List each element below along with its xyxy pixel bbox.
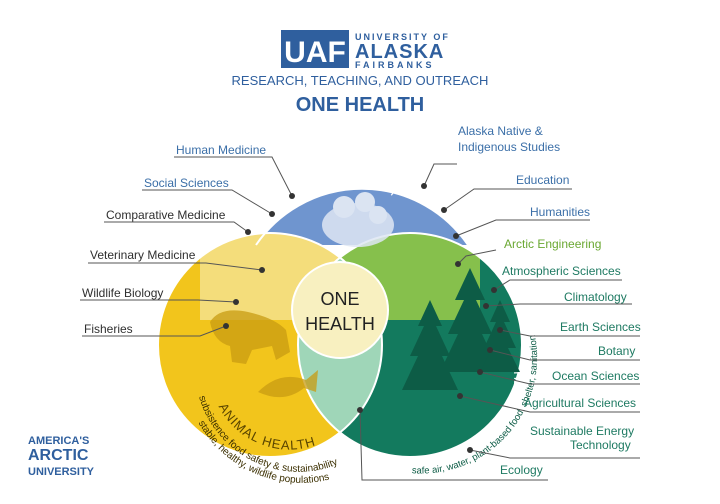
- label-ocean-sciences: Ocean Sciences: [552, 369, 640, 383]
- label-education: Education: [516, 173, 570, 187]
- footer-line3: UNIVERSITY: [28, 466, 95, 478]
- center-lens: [291, 261, 389, 359]
- center-line2: HEALTH: [305, 314, 375, 334]
- label-sustainable-energy-2: Technology: [570, 438, 631, 452]
- footer-line2: ARCTIC: [28, 447, 89, 464]
- label-arctic-engineering: Arctic Engineering: [504, 237, 602, 251]
- label-humanities: Humanities: [530, 205, 591, 219]
- center-line1: ONE: [320, 289, 359, 309]
- label-alaska-native-1: Alaska Native &: [458, 124, 543, 138]
- page-title: ONE HEALTH: [296, 94, 425, 116]
- bear-illustration: [210, 310, 290, 364]
- university-line3: FAIRBANKS: [355, 60, 435, 70]
- label-alaska-native-2: Indigenous Studies: [458, 140, 561, 154]
- tagline: RESEARCH, TEACHING, AND OUTREACH: [232, 73, 489, 88]
- university-line2: ALASKA: [355, 41, 444, 63]
- logo-mark: UAF: [284, 36, 346, 69]
- uaf-logo: UAF UNIVERSITY OF ALASKA FAIRBANKS: [281, 30, 450, 70]
- label-botany: Botany: [598, 344, 636, 358]
- label-human-medicine: Human Medicine: [176, 143, 267, 157]
- label-sustainable-energy-1: Sustainable Energy: [530, 424, 635, 438]
- label-comparative-medicine: Comparative Medicine: [106, 208, 226, 222]
- label-earth-sciences: Earth Sciences: [560, 320, 641, 334]
- leader-dots: [223, 183, 503, 453]
- label-fisheries: Fisheries: [84, 322, 133, 336]
- footer-line1: AMERICA'S: [28, 435, 90, 447]
- label-atmospheric-sciences: Atmospheric Sciences: [502, 264, 621, 278]
- label-agricultural-sciences: Agricultural Sciences: [524, 396, 637, 410]
- label-wildlife-biology: Wildlife Biology: [82, 286, 164, 300]
- university-line1: UNIVERSITY OF: [355, 32, 450, 42]
- fish-illustration: [258, 370, 318, 398]
- label-climatology: Climatology: [564, 290, 627, 304]
- label-social-sciences: Social Sciences: [144, 176, 229, 190]
- label-veterinary-medicine: Veterinary Medicine: [90, 248, 196, 262]
- family-illustration: [322, 192, 394, 247]
- label-ecology: Ecology: [500, 463, 543, 477]
- leader-lines: [80, 156, 640, 481]
- tree-illustration: [402, 268, 520, 390]
